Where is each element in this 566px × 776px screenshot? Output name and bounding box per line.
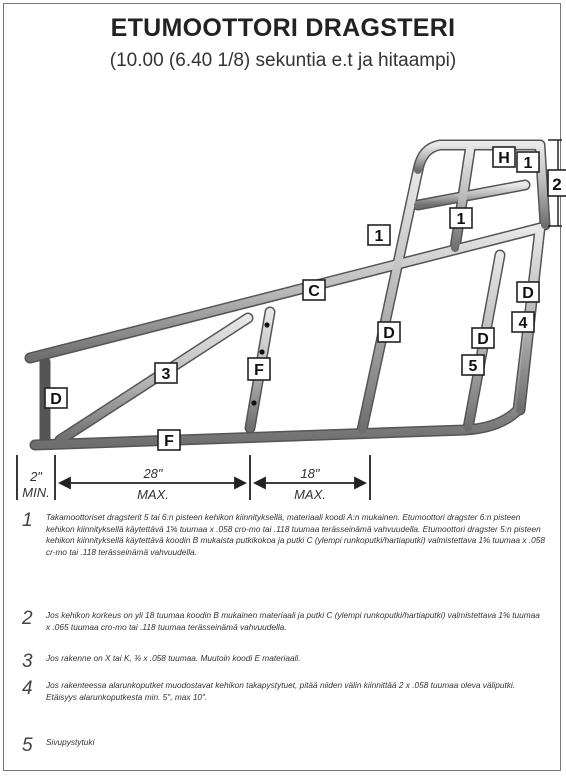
note-number: 2 — [22, 608, 33, 629]
svg-text:C: C — [308, 283, 320, 300]
svg-text:2": 2" — [29, 469, 43, 484]
svg-text:D: D — [383, 325, 395, 342]
label-5: 5 — [461, 354, 485, 376]
svg-text:H: H — [498, 150, 510, 167]
svg-text:D: D — [522, 285, 534, 302]
svg-text:MAX.: MAX. — [294, 487, 326, 502]
svg-text:MIN.: MIN. — [22, 485, 49, 500]
note-number: 1 — [22, 510, 33, 531]
label-d-mid: D — [377, 321, 401, 343]
label-f-vertical: F — [247, 357, 271, 381]
svg-text:D: D — [477, 331, 489, 348]
note-number: 3 — [22, 651, 33, 672]
note-number: 4 — [22, 678, 33, 699]
page-subtitle: (10.00 (6.40 1/8) sekuntia e.t ja hitaam… — [109, 50, 457, 71]
label-d-mid2: D — [471, 327, 495, 349]
svg-text:18": 18" — [300, 466, 320, 481]
svg-text:F: F — [254, 362, 264, 379]
svg-text:D: D — [50, 391, 62, 408]
label-d-right: D — [516, 281, 540, 303]
svg-text:3: 3 — [162, 366, 171, 383]
note-text: Takamoottoriset dragsterit 5 tai 6:n pis… — [46, 512, 545, 557]
label-1-left: 1 — [367, 224, 391, 246]
note-text: Sivupystytuki — [46, 737, 95, 747]
label-h: H — [492, 146, 516, 168]
dimension-labels: 2" MIN. 28" MAX. 18" MAX. — [22, 466, 326, 502]
label-d-left: D — [44, 387, 68, 409]
note-number: 5 — [22, 735, 33, 756]
svg-text:2: 2 — [552, 175, 561, 194]
svg-text:1: 1 — [524, 155, 533, 172]
svg-text:1: 1 — [375, 228, 384, 245]
svg-text:28": 28" — [142, 466, 163, 481]
bottom-dimensions — [16, 455, 371, 500]
label-3: 3 — [154, 362, 178, 384]
svg-text:MAX.: MAX. — [137, 487, 169, 502]
note-text: Jos rakenteessa alarunkoputket muodostav… — [46, 680, 516, 702]
label-f-bottom: F — [157, 429, 181, 451]
svg-text:F: F — [164, 433, 174, 450]
label-c: C — [302, 279, 326, 301]
tube-frame — [24, 139, 551, 451]
label-1-top: 1 — [516, 151, 540, 173]
page-border — [3, 3, 561, 771]
svg-text:1: 1 — [457, 211, 466, 228]
page-title: ETUMOOTTORI DRAGSTERI — [110, 14, 456, 42]
svg-text:4: 4 — [519, 315, 528, 332]
label-1-mid: 1 — [449, 207, 473, 229]
label-4: 4 — [511, 311, 535, 333]
note-text: Jos kehikon korkeus on yli 18 tuumaa koo… — [46, 610, 540, 632]
svg-text:5: 5 — [469, 358, 478, 375]
note-text: Jos rakenne on X tai K, ¾ x .058 tuumaa.… — [46, 653, 301, 663]
label-2: 2 — [547, 169, 566, 197]
